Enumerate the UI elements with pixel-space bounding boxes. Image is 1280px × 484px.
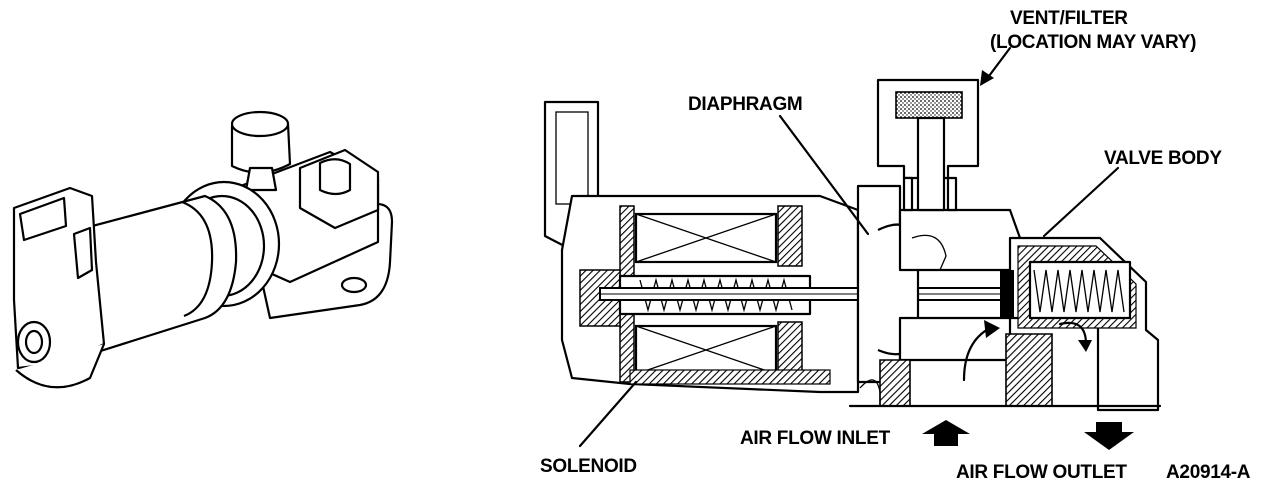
vent-filter-label-line1: VENT/FILTER xyxy=(1010,8,1128,29)
valve-cutaway-view xyxy=(543,78,1162,412)
valve-exterior-view xyxy=(12,110,394,389)
solenoid-coil-lower xyxy=(634,324,778,376)
filter-element xyxy=(895,91,963,119)
valve-body-label: VALVE BODY xyxy=(1104,148,1222,169)
port-divider xyxy=(1005,333,1053,407)
outlet-flow-arrow xyxy=(1058,321,1088,346)
diaphragm-label: DIAPHRAGM xyxy=(688,94,802,115)
solenoid-coil-upper xyxy=(634,212,778,264)
air-flow-outlet-arrow xyxy=(1084,422,1134,450)
vent-filter-label-line2: (LOCATION MAY VARY) xyxy=(990,32,1196,53)
mounting-hole xyxy=(340,276,368,294)
diaphragm-leader xyxy=(778,114,870,236)
vent-filter-leader xyxy=(984,46,1012,82)
solenoid-label: SOLENOID xyxy=(540,456,637,477)
leader-lines xyxy=(578,46,1120,448)
figure-id: A20914-A xyxy=(1166,462,1251,483)
air-flow-inlet-label: AIR FLOW INLET xyxy=(740,428,891,449)
air-flow-outlet-label: AIR FLOW OUTLET xyxy=(956,462,1127,483)
solenoid-leader xyxy=(578,380,638,448)
valve-chamber xyxy=(898,208,1022,272)
valve-spring xyxy=(1033,269,1125,313)
valve-body-leader xyxy=(1042,166,1120,238)
inlet-port xyxy=(879,359,911,407)
air-flow-inlet-arrow xyxy=(922,420,970,446)
